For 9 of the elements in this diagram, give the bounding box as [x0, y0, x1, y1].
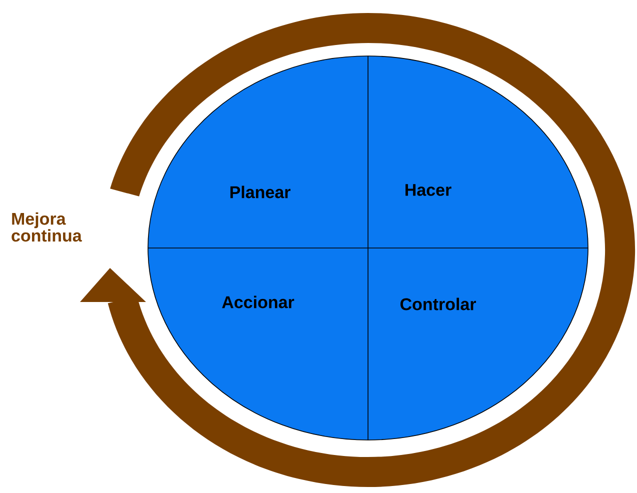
quadrant-region: Hacer — [368, 56, 588, 248]
node-label: Planear — [230, 186, 290, 198]
node-label: Accionar — [222, 296, 294, 308]
quadrant-region: Controlar — [368, 248, 588, 440]
quadrant-region: Accionar — [148, 248, 368, 440]
cycle-label: Mejora continua — [12, 212, 82, 242]
node-label: Hacer — [406, 184, 452, 196]
quadrant-region: Planear — [148, 56, 368, 248]
node-label: Controlar — [400, 298, 476, 310]
